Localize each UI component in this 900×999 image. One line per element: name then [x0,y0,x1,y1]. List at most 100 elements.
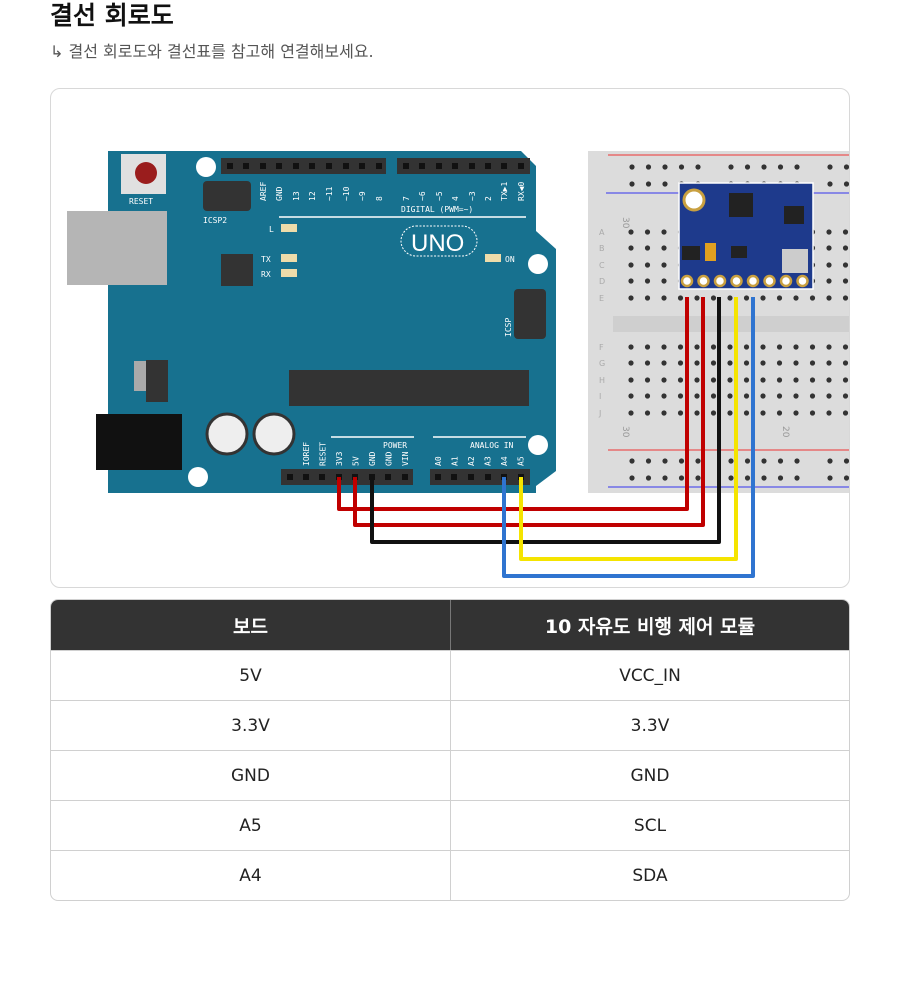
rail-hole [695,164,701,170]
col-label-30-bottom: 30 [620,426,630,438]
rail-hole [662,181,668,187]
breadboard-hole [842,360,849,366]
rail-hole [662,458,668,464]
breadboard-hole [826,377,832,383]
rail-hole [843,164,849,170]
row-label: E [599,294,604,303]
header-pin [485,474,491,480]
module-pin [730,274,743,288]
breadboard-hole [644,360,651,366]
pin-label: 13 [292,191,301,201]
breadboard-hole [826,410,832,416]
rail-hole [728,164,734,170]
breadboard-hole [809,377,816,383]
header-pin [451,474,457,480]
breadboard-hole [661,229,667,235]
rail-hole [662,475,668,481]
wire-3v3 [337,297,689,511]
breadboard-hole [694,295,700,301]
breadboard-hole [644,377,651,383]
analog-label: ANALOG IN [470,441,514,450]
rail-hole [827,164,833,170]
header-board: 보드 [51,600,450,650]
breadboard-hole [694,410,700,416]
module-pin [779,274,793,288]
breadboard-hole [760,344,766,350]
breadboard-hole [644,393,651,399]
header-pin [376,163,382,169]
pin-label: 12 [308,191,317,201]
pin-label: VIN [401,451,410,466]
breadboard-hole [760,410,766,416]
cell: SCL [450,800,849,850]
breadboard-hole [793,360,799,366]
rail-hole [662,164,668,170]
breadboard-hole [661,377,667,383]
breadboard-hole [661,344,667,350]
breadboard-hole [793,295,799,301]
header-module: 10 자유도 비행 제어 모듈 [450,600,849,650]
rail-hole [794,164,800,170]
pin-label: A1 [451,456,460,466]
breadboard-hole [842,262,849,268]
rail-hole [777,458,784,464]
breadboard-hole [628,278,634,284]
header-pin [343,163,349,169]
pin-label: A2 [467,456,476,466]
rail-hole [794,458,800,464]
cell: 3.3V [51,700,450,750]
module-pin [746,274,760,288]
breadboard-hole [677,360,684,366]
pin-label: ~9 [358,191,367,201]
rail-hole [678,458,685,464]
breadboard-hole [727,377,733,383]
breadboard-hole [727,360,733,366]
rail-hole [827,475,833,481]
module-pin [796,274,809,288]
breadboard-hole [644,344,651,350]
header-pin [485,163,491,169]
breadboard-hole [661,278,667,284]
rail-hole [629,475,635,481]
breadboard-hole [628,377,634,383]
breadboard-hole [727,295,733,301]
header-pin [452,163,458,169]
pin-label: 5V [352,456,361,466]
breadboard-hole [743,295,750,301]
header-pin [469,163,475,169]
power-label: POWER [383,441,407,450]
cell: GND [51,750,450,800]
rx-label: RX [261,270,271,279]
row-label: F [599,343,604,352]
rail-hole [695,458,701,464]
rail-hole [843,458,849,464]
breadboard-hole [644,229,651,235]
pin-label: RX◀0 [517,182,526,201]
breadboard-hole [776,295,783,301]
breadboard-hole [842,344,849,350]
breadboard-hole [628,245,634,251]
breadboard-hole [710,410,717,416]
cell: 5V [51,650,450,700]
breadboard-hole [677,410,684,416]
breadboard-hole [628,295,634,301]
header-pin [227,163,233,169]
header-pin [326,163,332,169]
module-pin [680,274,694,288]
rail-hole [761,475,767,481]
breadboard-hole [710,295,717,301]
row-label: I [599,392,601,401]
cell: VCC_IN [450,650,849,700]
breadboard-hole [776,344,783,350]
header-pin [359,163,365,169]
header-pin [435,474,441,480]
uno-logo: UNO [411,230,464,257]
pin-label: 8 [375,196,384,201]
cell: A4 [51,850,450,900]
breadboard-hole [677,344,684,350]
pin-label: 7 [402,196,411,201]
pin-label: RESET [319,442,328,466]
breadboard-hole [727,410,733,416]
